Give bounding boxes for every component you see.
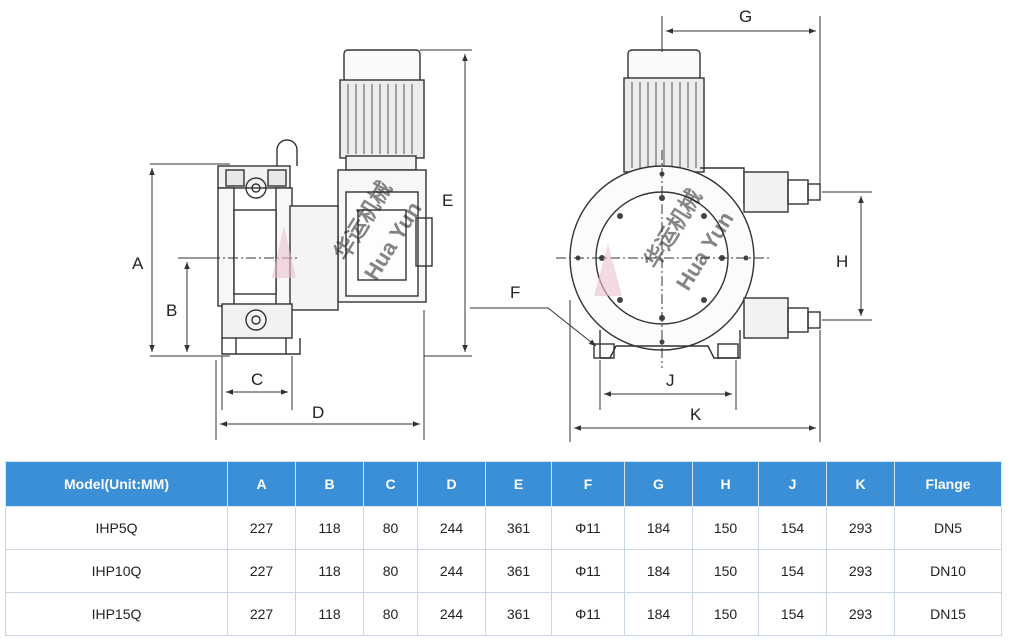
cell-f: Φ11 — [551, 506, 625, 550]
cell-k: 293 — [826, 549, 895, 593]
cell-e: 361 — [485, 506, 552, 550]
spec-table-header-row: Model(Unit:MM) A B C D E F G H J K Flang… — [5, 461, 1002, 507]
cell-h: 150 — [692, 506, 759, 550]
cell-e: 361 — [485, 592, 552, 636]
cell-a: 227 — [227, 549, 296, 593]
header-a: A — [227, 461, 296, 507]
front-view-dimensions — [470, 16, 872, 442]
dim-label-e: E — [442, 191, 453, 210]
table-row: IHP5Q 227 118 80 244 361 Φ11 184 150 154… — [5, 506, 1002, 550]
cell-c: 80 — [363, 549, 418, 593]
header-j: J — [758, 461, 827, 507]
cell-j: 154 — [758, 549, 827, 593]
cell-flange: DN10 — [894, 549, 1002, 593]
side-view — [210, 49, 433, 355]
cell-model: IHP10Q — [5, 549, 228, 593]
cell-k: 293 — [826, 506, 895, 550]
pump-dimension-drawing: 华运机械 Hua Yun 华运机械 Hua Yun A B C D E F G … — [132, 7, 872, 442]
cell-c: 80 — [363, 592, 418, 636]
dim-label-j: J — [666, 371, 675, 390]
cell-model: IHP15Q — [5, 592, 228, 636]
header-k: K — [826, 461, 895, 507]
dim-label-d: D — [312, 403, 324, 422]
cell-j: 154 — [758, 592, 827, 636]
dim-label-c: C — [251, 370, 263, 389]
side-view-dimensions — [149, 49, 472, 440]
dim-label-h: H — [836, 252, 848, 271]
cell-model: IHP5Q — [5, 506, 228, 550]
cell-flange: DN15 — [894, 592, 1002, 636]
cell-h: 150 — [692, 549, 759, 593]
header-g: G — [624, 461, 693, 507]
dim-label-b: B — [166, 301, 177, 320]
header-b: B — [295, 461, 364, 507]
cell-g: 184 — [624, 592, 693, 636]
header-c: C — [363, 461, 418, 507]
spec-table: Model(Unit:MM) A B C D E F G H J K Flang… — [5, 461, 1002, 636]
header-d: D — [417, 461, 486, 507]
cell-b: 118 — [295, 592, 364, 636]
cell-k: 293 — [826, 592, 895, 636]
cell-g: 184 — [624, 549, 693, 593]
cell-g: 184 — [624, 506, 693, 550]
cell-c: 80 — [363, 506, 418, 550]
cell-a: 227 — [227, 592, 296, 636]
cell-j: 154 — [758, 506, 827, 550]
header-e: E — [485, 461, 552, 507]
cell-flange: DN5 — [894, 506, 1002, 550]
cell-h: 150 — [692, 592, 759, 636]
cell-e: 361 — [485, 549, 552, 593]
front-view — [556, 49, 821, 368]
dim-label-g: G — [739, 7, 752, 26]
header-h: H — [692, 461, 759, 507]
header-flange: Flange — [894, 461, 1002, 507]
table-row: IHP10Q 227 118 80 244 361 Φ11 184 150 15… — [5, 549, 1002, 593]
cell-d: 244 — [417, 549, 486, 593]
cell-f: Φ11 — [551, 549, 625, 593]
dim-label-a: A — [132, 254, 144, 273]
cell-b: 118 — [295, 549, 364, 593]
cell-d: 244 — [417, 506, 486, 550]
dim-label-k: K — [690, 405, 702, 424]
dim-label-f: F — [510, 283, 520, 302]
header-f: F — [551, 461, 625, 507]
cell-a: 227 — [227, 506, 296, 550]
cell-f: Φ11 — [551, 592, 625, 636]
cell-b: 118 — [295, 506, 364, 550]
header-model: Model(Unit:MM) — [5, 461, 228, 507]
table-row: IHP15Q 227 118 80 244 361 Φ11 184 150 15… — [5, 592, 1002, 636]
cell-d: 244 — [417, 592, 486, 636]
